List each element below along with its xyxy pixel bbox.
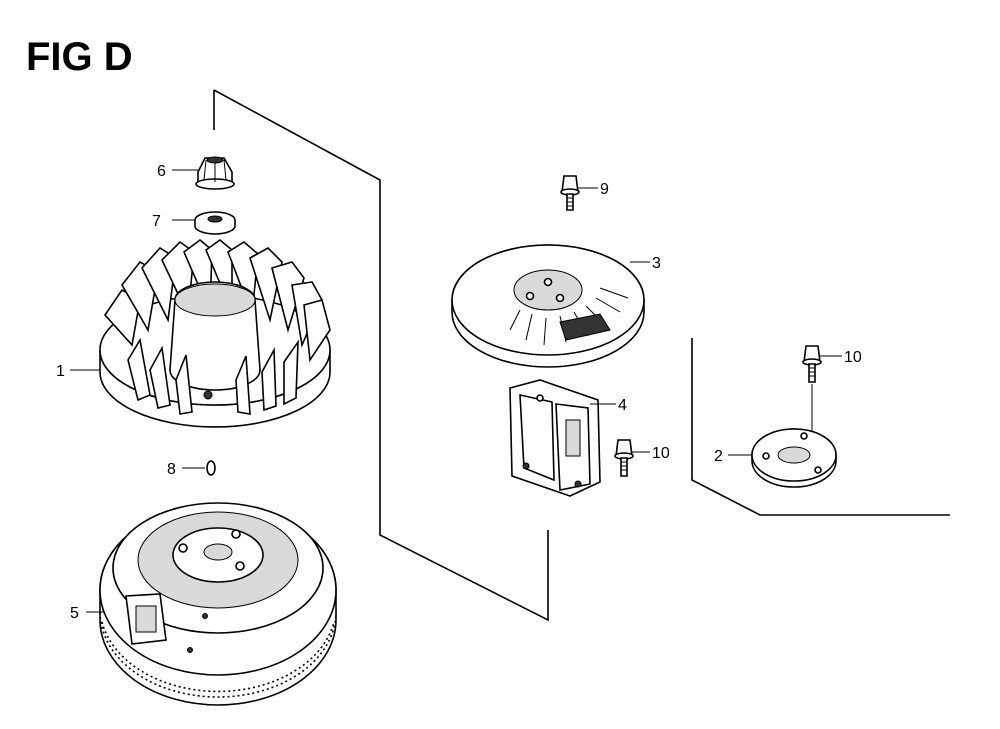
- part-flywheel: [99, 502, 337, 706]
- part-bolt-10-plate: [802, 345, 822, 383]
- callout-2: 2: [714, 448, 723, 465]
- part-flange-nut: [195, 156, 235, 190]
- callout-1: 1: [56, 363, 65, 380]
- part-plate: [751, 428, 837, 488]
- figure-title: FIG D: [26, 35, 133, 79]
- callout-4: 4: [618, 397, 627, 414]
- part-bolt-10-bracket: [614, 439, 634, 477]
- callout-8: 8: [167, 461, 176, 478]
- part-starter-bracket: [509, 379, 601, 497]
- callout-10-bracket: 10: [652, 445, 670, 462]
- callout-9: 9: [600, 181, 609, 198]
- part-bolt-9: [560, 175, 580, 211]
- callout-5: 5: [70, 605, 79, 622]
- part-cooling-fan: [99, 238, 331, 428]
- part-starter-cup: [451, 244, 645, 368]
- assembly-bracket-right: [691, 338, 950, 516]
- assembly-bracket-main: [213, 89, 549, 622]
- callout-6: 6: [157, 163, 166, 180]
- part-key: [206, 460, 216, 476]
- callout-10-plate: 10: [844, 349, 862, 366]
- callout-3: 3: [652, 255, 661, 272]
- callout-7: 7: [152, 213, 161, 230]
- part-washer: [194, 211, 236, 235]
